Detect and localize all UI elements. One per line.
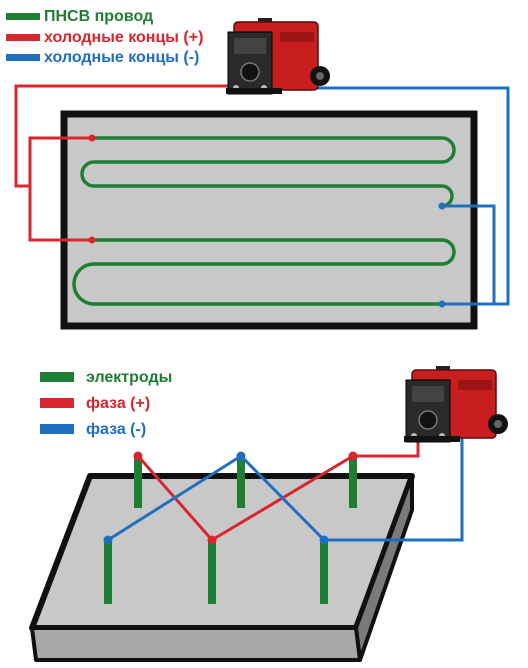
bottom-legend: электроды фаза (+) фаза (-) <box>40 369 172 438</box>
top-legend: ПНСВ провод холодные концы (+) холодные … <box>6 8 203 66</box>
cold-end-plus <box>14 84 232 242</box>
legend-swatch-red <box>6 34 40 41</box>
legend-label-electrodes: электроды <box>86 369 172 386</box>
welding-transformer-icon <box>226 18 330 95</box>
legend-label-cold-plus: холодные концы (+) <box>44 29 203 46</box>
concrete-slab-top <box>60 110 478 330</box>
legend-swatch-blue <box>6 54 40 61</box>
cold-end-minus <box>292 86 510 306</box>
legend-label-phase-plus: фаза (+) <box>86 395 150 412</box>
electrode <box>237 456 245 508</box>
electrode <box>208 540 216 604</box>
legend-swatch-green <box>6 13 40 20</box>
legend-label-wire: ПНСВ провод <box>44 8 153 25</box>
electrode <box>349 456 357 508</box>
bottom-junction-dots <box>103 451 358 545</box>
heating-wire <box>72 136 456 306</box>
junction-dots <box>88 134 446 308</box>
electrodes <box>104 456 357 604</box>
legend-swatch-phase-plus <box>40 398 74 408</box>
legend-label-phase-minus: фаза (-) <box>86 421 146 438</box>
concrete-slab-bottom <box>29 473 415 662</box>
electrode <box>104 540 112 604</box>
legend-swatch-electrodes <box>40 372 74 382</box>
legend-label-cold-minus: холодные концы (-) <box>44 49 199 66</box>
welding-transformer-icon <box>404 366 508 443</box>
electrode <box>320 540 328 604</box>
legend-swatch-phase-minus <box>40 424 74 434</box>
electrode <box>134 456 142 508</box>
